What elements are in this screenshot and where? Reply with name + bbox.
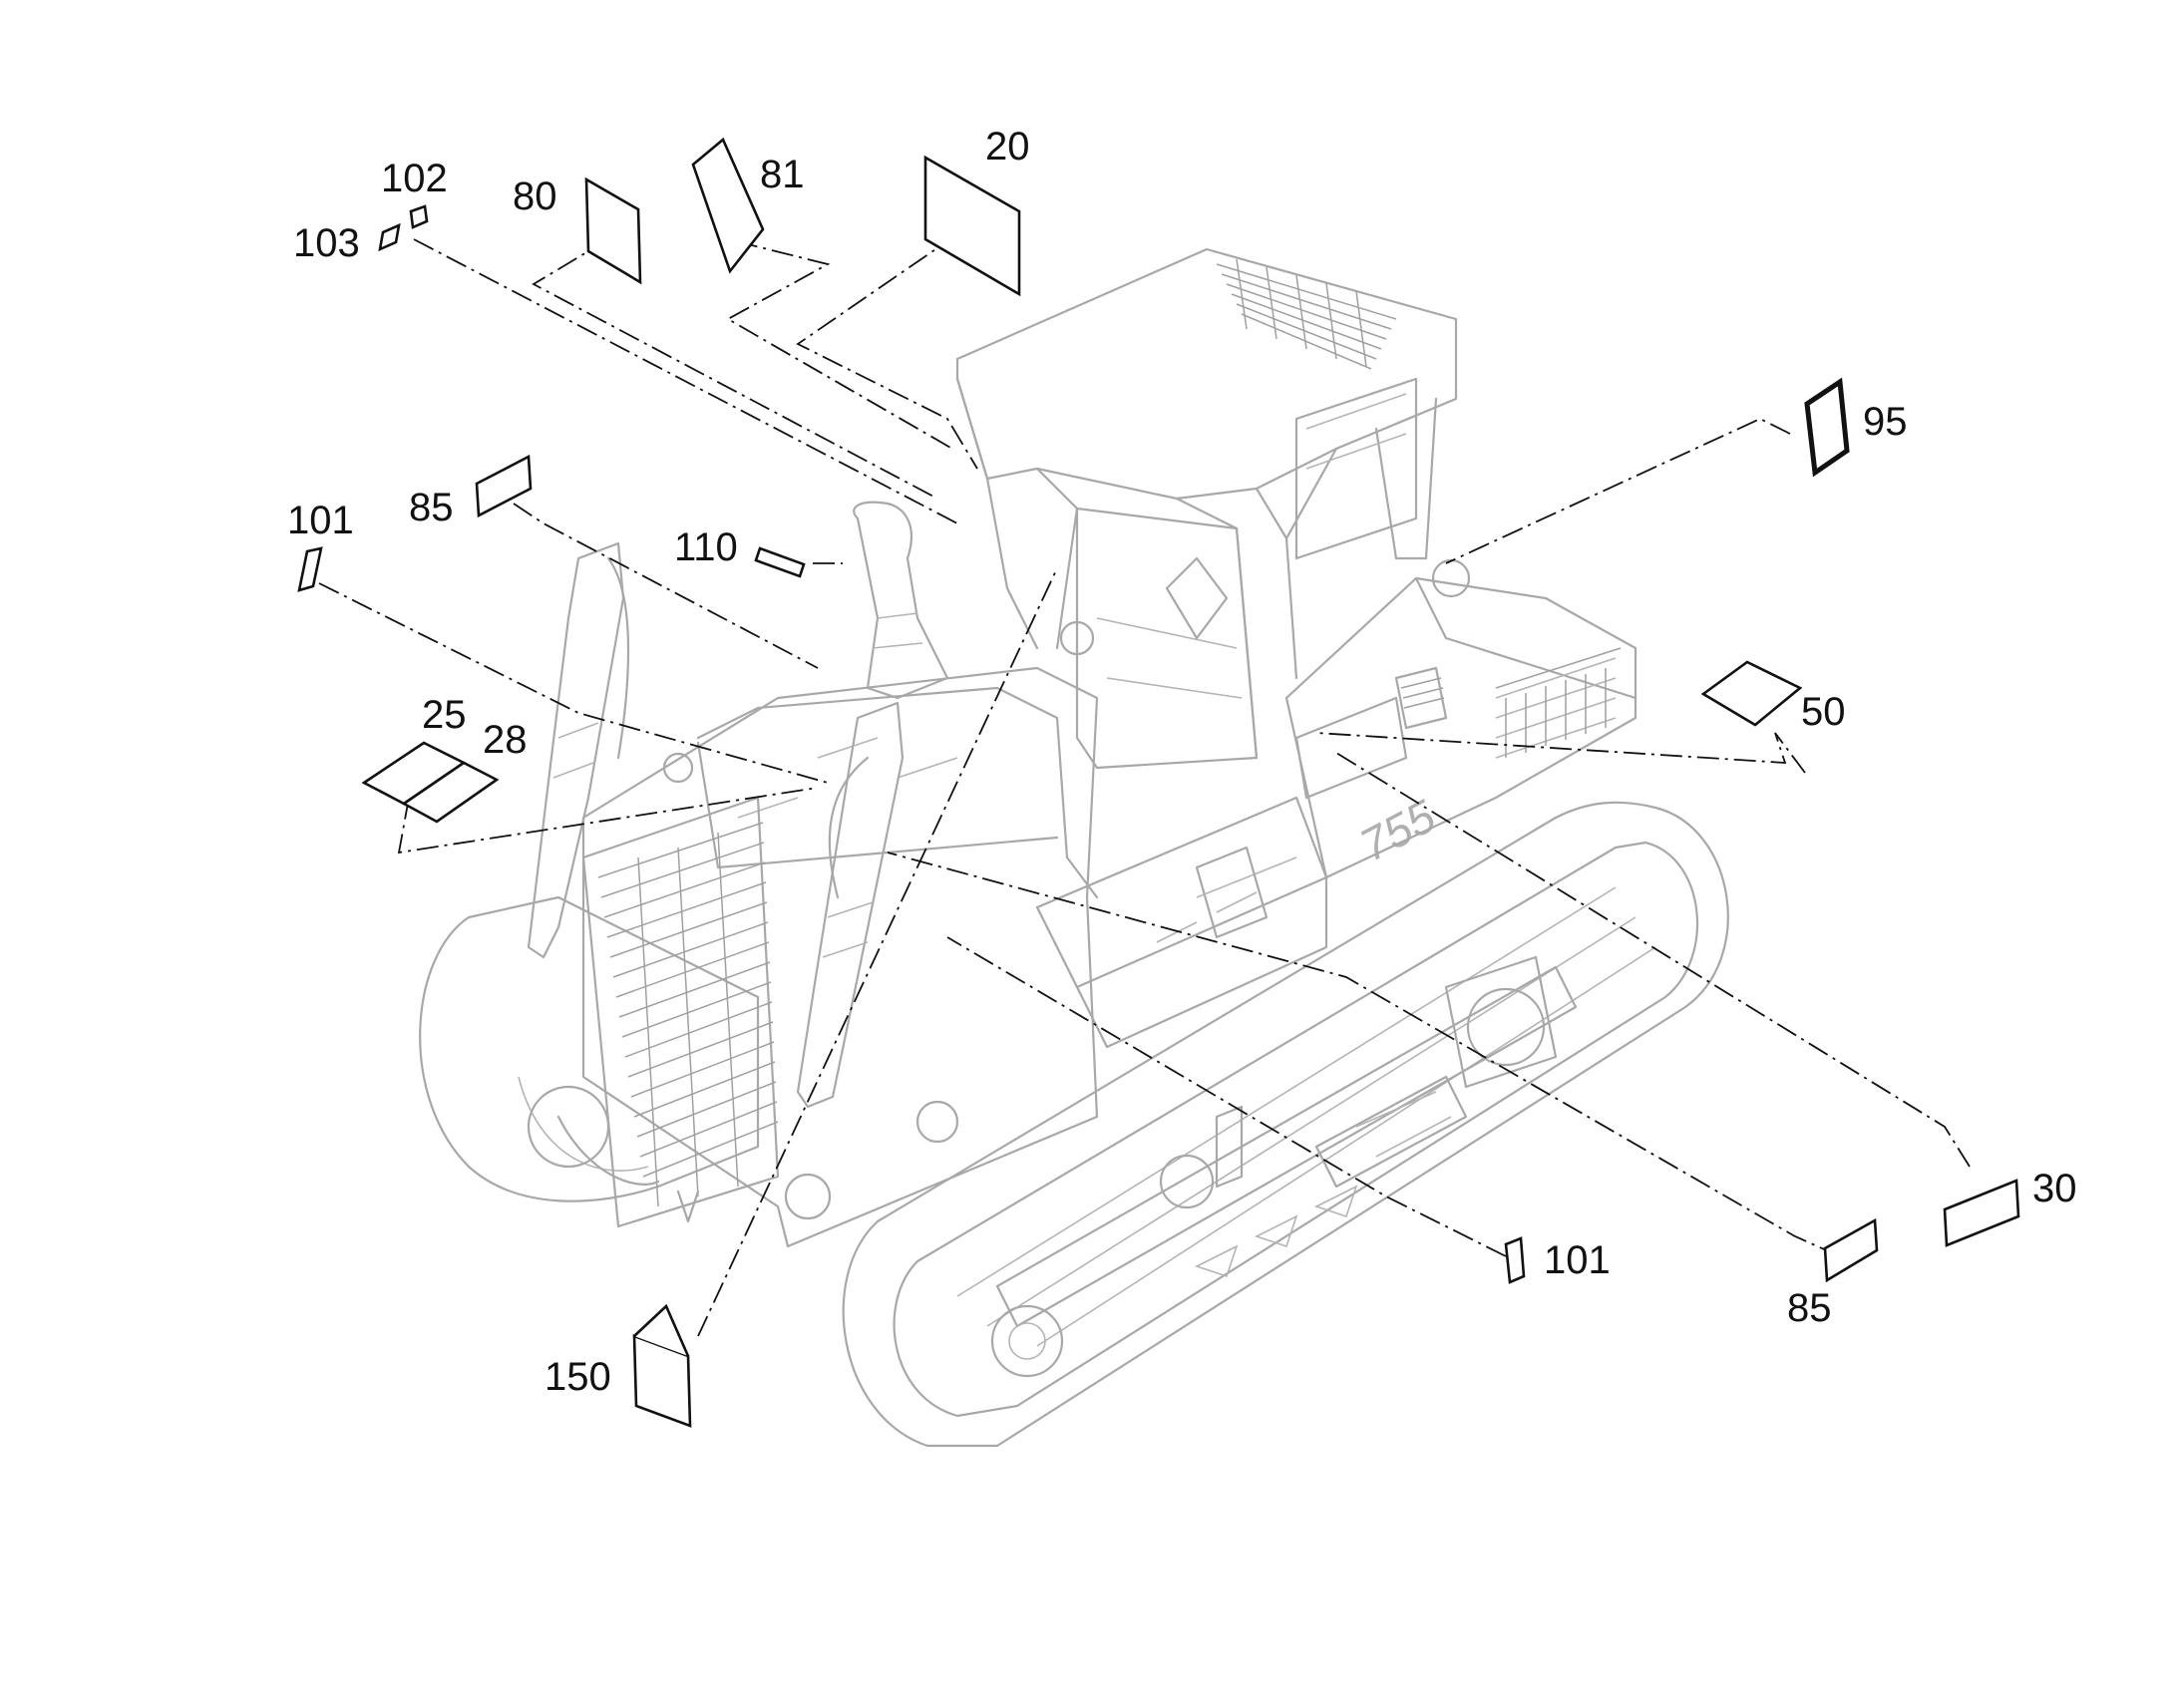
engine-hood xyxy=(581,666,1099,1248)
leader-101-right xyxy=(946,936,1507,1257)
decal-28 xyxy=(401,761,500,824)
decal-30 xyxy=(1943,1179,2020,1247)
leader-81 xyxy=(726,240,953,450)
callout-30: 30 xyxy=(2032,1167,2077,1210)
callout-110: 110 xyxy=(674,525,738,569)
callout-28: 28 xyxy=(483,718,528,762)
right-track xyxy=(842,801,1729,1448)
callout-101-right: 101 xyxy=(1544,1238,1611,1282)
decal-20 xyxy=(923,155,1021,297)
callout-150: 150 xyxy=(545,1355,611,1399)
decal-150-flap xyxy=(633,1303,690,1357)
leader-30 xyxy=(1335,752,1971,1168)
callout-103: 103 xyxy=(293,221,360,265)
decal-110 xyxy=(754,546,806,578)
leader-85-bottom xyxy=(887,852,1841,1257)
leader-lines xyxy=(318,233,1971,1337)
decals xyxy=(297,137,2020,1428)
decal-103 xyxy=(378,222,401,252)
callout-50: 50 xyxy=(1801,690,1846,734)
leader-150 xyxy=(697,567,1058,1337)
decal-85-bottom xyxy=(1823,1217,1879,1283)
decal-150 xyxy=(632,1334,692,1428)
leader-80 xyxy=(532,238,938,500)
decal-102 xyxy=(409,204,429,229)
decal-101-right xyxy=(1504,1236,1526,1284)
callout-95: 95 xyxy=(1863,400,1908,444)
decal-81 xyxy=(691,137,765,274)
leader-50 xyxy=(1315,732,1806,774)
callout-101-left: 101 xyxy=(287,499,354,542)
callout-85-top: 85 xyxy=(409,486,454,529)
decal-95 xyxy=(1804,377,1850,478)
leader-95 xyxy=(1445,418,1791,564)
crawler-dozer-illustration: 755 xyxy=(419,247,1729,1448)
leader-101-left xyxy=(318,582,829,784)
left-lift-cylinder xyxy=(527,541,625,959)
callout-80: 80 xyxy=(513,174,557,218)
callout-20: 20 xyxy=(985,125,1030,169)
engine-compartment xyxy=(1284,576,1637,879)
leader-25-28 xyxy=(397,787,819,854)
callout-81: 81 xyxy=(760,153,805,196)
leader-20 xyxy=(796,233,978,470)
callout-85-bottom: 85 xyxy=(1787,1286,1832,1330)
right-lift-cylinder xyxy=(796,701,905,1109)
callout-labels: 20 81 80 102 103 85 101 110 25 28 95 50 … xyxy=(287,125,2077,1399)
leader-85-top xyxy=(513,503,819,669)
decal-80 xyxy=(584,176,642,285)
callout-25: 25 xyxy=(422,693,467,737)
decal-85-top xyxy=(475,454,533,518)
decal-50 xyxy=(1700,660,1803,727)
radiator-grille xyxy=(581,796,780,1228)
exhaust-stack xyxy=(853,501,949,700)
left-track xyxy=(419,895,760,1202)
decal-101-left xyxy=(297,546,323,592)
callout-102: 102 xyxy=(381,157,448,200)
leader-102 xyxy=(413,238,958,524)
